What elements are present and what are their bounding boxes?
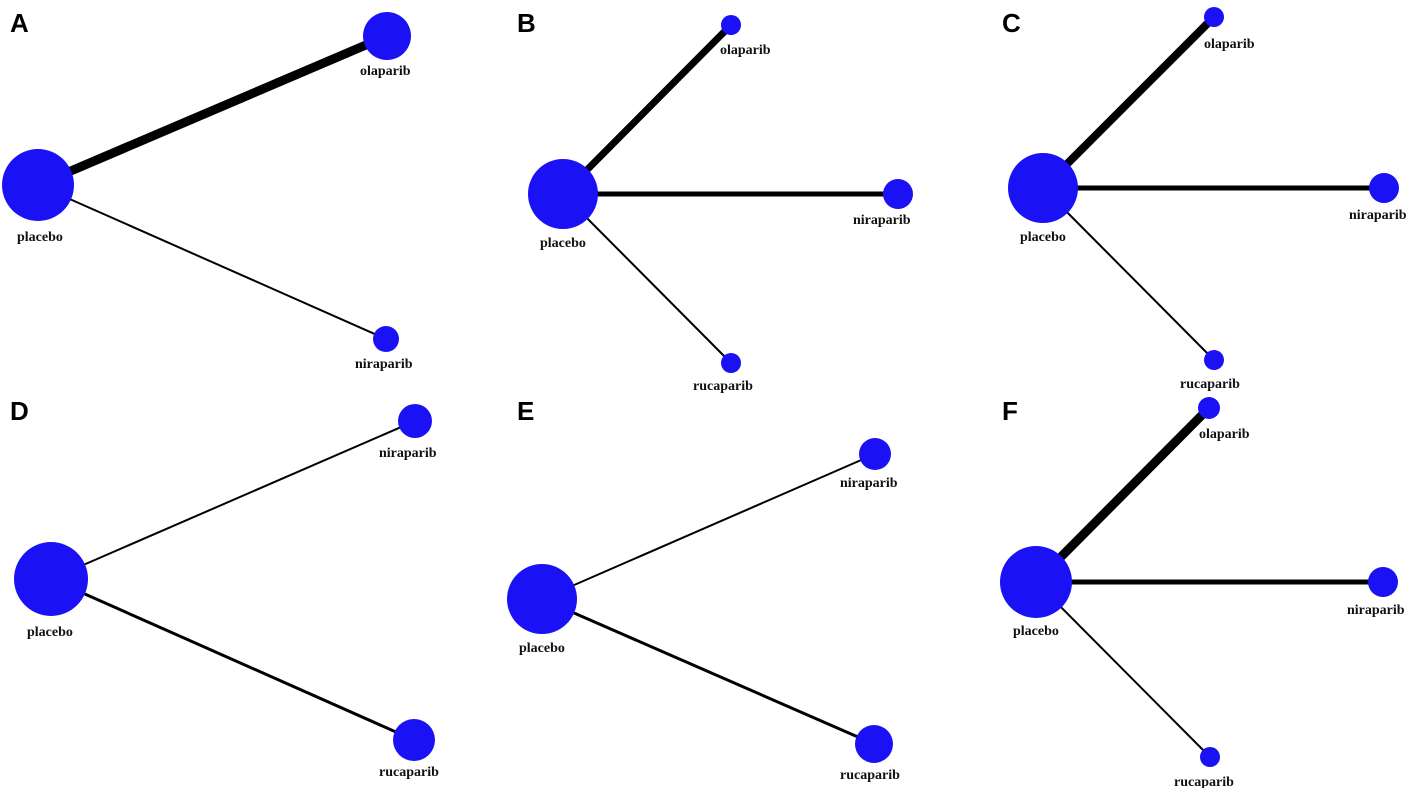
panel-letter-d: D: [10, 396, 29, 426]
node-olaparib: [363, 12, 411, 60]
label-rucaparib: rucaparib: [693, 379, 753, 394]
node-rucaparib: [1204, 350, 1224, 370]
edge-placebo-olaparib: [1040, 14, 1217, 191]
node-rucaparib: [1200, 747, 1220, 767]
node-niraparib: [1368, 567, 1398, 597]
node-niraparib: [859, 438, 891, 470]
node-niraparib: [398, 404, 432, 438]
panel-letter-e: E: [517, 396, 534, 426]
node-rucaparib: [721, 353, 741, 373]
node-placebo: [528, 159, 598, 229]
edge-placebo-rucaparib: [50, 577, 415, 742]
edge-placebo-niraparib: [541, 453, 876, 600]
edge-placebo-olaparib: [1032, 404, 1213, 586]
node-placebo: [1008, 153, 1078, 223]
label-niraparib: niraparib: [840, 476, 898, 491]
edge-placebo-rucaparib: [562, 193, 732, 364]
node-placebo: [2, 149, 74, 221]
label-placebo: placebo: [1020, 230, 1066, 245]
label-niraparib: niraparib: [1349, 208, 1407, 223]
panel-c: C placebo olaparib niraparib rucaparib: [1002, 7, 1407, 392]
label-rucaparib: rucaparib: [379, 765, 439, 780]
panel-f: F placebo olaparib niraparib rucaparib: [1000, 396, 1405, 788]
label-niraparib: niraparib: [1347, 603, 1405, 618]
label-niraparib: niraparib: [379, 446, 437, 461]
label-placebo: placebo: [540, 236, 586, 251]
label-placebo: placebo: [27, 625, 73, 640]
label-placebo: placebo: [519, 641, 565, 656]
edge-placebo-rucaparib: [1042, 187, 1215, 361]
label-placebo: placebo: [1013, 624, 1059, 639]
label-rucaparib: rucaparib: [1174, 775, 1234, 788]
panel-b: B placebo olaparib niraparib rucaparib: [517, 8, 913, 394]
node-olaparib: [1198, 397, 1220, 419]
node-rucaparib: [855, 725, 893, 763]
node-placebo: [507, 564, 577, 634]
edge-placebo-rucaparib: [1035, 581, 1211, 758]
node-niraparib: [883, 179, 913, 209]
node-placebo: [14, 542, 88, 616]
panel-d: D placebo niraparib rucaparib: [10, 396, 439, 780]
label-rucaparib: rucaparib: [840, 768, 900, 783]
label-olaparib: olaparib: [720, 43, 771, 58]
node-rucaparib: [393, 719, 435, 761]
node-olaparib: [1204, 7, 1224, 27]
label-olaparib: olaparib: [360, 64, 411, 79]
edge-placebo-niraparib: [37, 184, 387, 340]
label-niraparib: niraparib: [355, 357, 413, 372]
edge-placebo-rucaparib: [541, 597, 875, 746]
node-placebo: [1000, 546, 1072, 618]
panel-letter-a: A: [10, 8, 29, 38]
panel-letter-c: C: [1002, 8, 1021, 38]
label-olaparib: olaparib: [1204, 37, 1255, 52]
panel-letter-b: B: [517, 8, 536, 38]
node-niraparib: [1369, 173, 1399, 203]
panel-e: E placebo niraparib rucaparib: [507, 396, 900, 783]
label-placebo: placebo: [17, 230, 63, 245]
edge-placebo-olaparib: [560, 22, 734, 197]
label-rucaparib: rucaparib: [1180, 377, 1240, 392]
panel-letter-f: F: [1002, 396, 1018, 426]
node-olaparib: [721, 15, 741, 35]
edge-placebo-olaparib: [36, 31, 389, 190]
edge-placebo-niraparib: [50, 420, 416, 580]
panel-a: A placebo olaparib niraparib: [2, 8, 413, 372]
node-niraparib: [373, 326, 399, 352]
label-olaparib: olaparib: [1199, 427, 1250, 442]
label-niraparib: niraparib: [853, 213, 911, 228]
